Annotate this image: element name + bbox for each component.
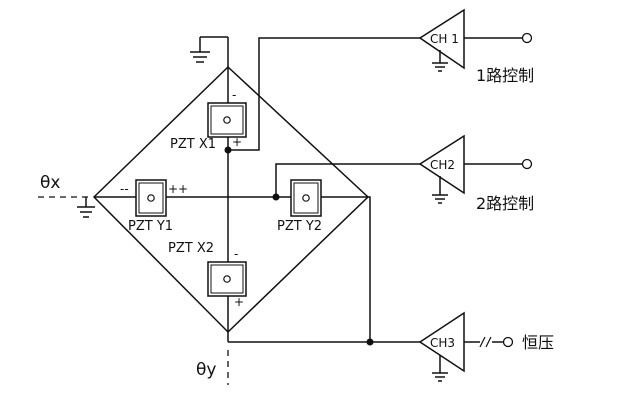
pzt-x2-minus: -: [234, 247, 238, 261]
pzt-y2-label: PZT Y2: [277, 219, 322, 234]
amplifier-ch3: CH3 恒压: [418, 311, 554, 382]
ch1-label: CH 1: [430, 32, 459, 46]
pzt-y1-label: PZT Y1: [128, 219, 173, 234]
pzt-x2: - + PZT X2: [168, 241, 247, 309]
theta-x-label: θx: [40, 173, 60, 193]
pzt-x1: - + PZT X1: [170, 88, 247, 152]
ground-left-icon: [77, 197, 95, 218]
wire-ch1: [228, 37, 420, 151]
pzt-x1-label: PZT X1: [170, 137, 216, 152]
amplifier-ch1: CH 1 1路控制: [418, 8, 534, 85]
ground-top-icon: [190, 36, 228, 63]
pzt-y1-minus: --: [120, 182, 129, 196]
pzt-x1-minus: -: [232, 88, 236, 102]
theta-y-label: θy: [196, 360, 216, 380]
pzt-y1: -- ++ PZT Y1: [120, 179, 188, 234]
ch3-label: CH3: [430, 336, 455, 350]
pzt-x2-plus: +: [234, 295, 244, 309]
break-mark-icon: [479, 336, 486, 348]
ch1-output-label: 1路控制: [476, 66, 534, 85]
wire-ch2: [275, 163, 420, 197]
ch2-label: CH2: [430, 158, 455, 172]
ch3-output-label: 恒压: [522, 333, 554, 352]
pzt-x1-plus: +: [232, 135, 242, 149]
pzt-y2: PZT Y2: [277, 179, 322, 234]
pzt-x2-label: PZT X2: [168, 241, 214, 256]
amplifier-ch2: CH2 2路控制: [418, 134, 534, 213]
wire-ch3-right: [368, 196, 371, 342]
pzt-y1-plus: ++: [168, 182, 188, 196]
ch2-output-label: 2路控制: [476, 194, 534, 213]
